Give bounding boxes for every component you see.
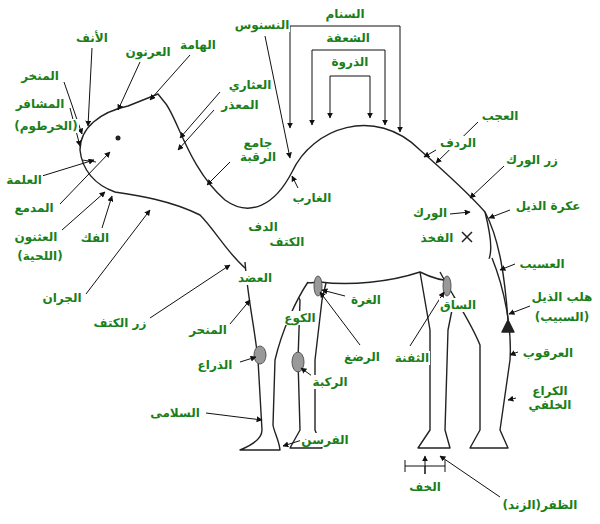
part-label: السلامى [149,406,201,420]
part-label: عكرة الذيل [515,199,582,213]
part-label: المعذر [220,98,259,112]
part-label: الورك [412,206,448,220]
part-label: العثنون [14,230,59,244]
part-label: الركبة [311,375,348,389]
part-label: المدمع [13,201,54,215]
part-label: الأنف [75,31,109,45]
part-label: السنام [324,7,365,21]
part-label: النسنوس [234,18,291,32]
part-label: (الخرطوم) [13,119,78,133]
part-label: الجران [41,291,82,305]
part-label: العثاري [228,78,273,92]
part-label: العضد [237,271,273,285]
part-label: جامع الرقبة [231,136,285,165]
part-label: الشعفة [325,31,371,45]
part-label: الهامة [179,38,217,52]
part-label: العلمة [5,173,43,187]
part-label: (اللحية) [16,249,63,263]
part-label: زر الورك [505,153,559,167]
part-label: (السبيب) [534,310,590,324]
part-label: الساق [439,298,477,312]
part-label: الظفر(الزند) [502,498,579,512]
part-label: الكوع [283,311,316,325]
part-label: المنحر [188,323,228,337]
part-label: الفخذ [420,231,455,245]
part-label: الخف [408,480,442,494]
part-label: الرضغ [343,350,381,364]
part-label: الفرسن [300,433,349,447]
part-label: الكراع الخلفي [523,384,577,413]
part-label: العرنون [124,45,171,59]
part-label: الذراع [197,358,234,372]
part-label: الغرة [350,293,382,307]
part-label: المشافر [15,97,66,111]
part-label: الثفنة [394,351,430,365]
part-label: الكتف [269,235,306,249]
part-label: الذروة [330,55,369,69]
part-label: الردف [439,136,477,150]
part-label: العجب [481,109,520,123]
part-label: الغارب [292,191,333,205]
part-label: هلب الذيل [531,290,594,304]
part-label: المنخر [20,69,60,83]
part-label: العرقوب [522,346,574,360]
part-label: العسيب [518,257,565,271]
part-label: الدف [247,220,279,234]
part-label: زر الكتف [93,316,148,330]
part-label: الفك [80,231,110,245]
